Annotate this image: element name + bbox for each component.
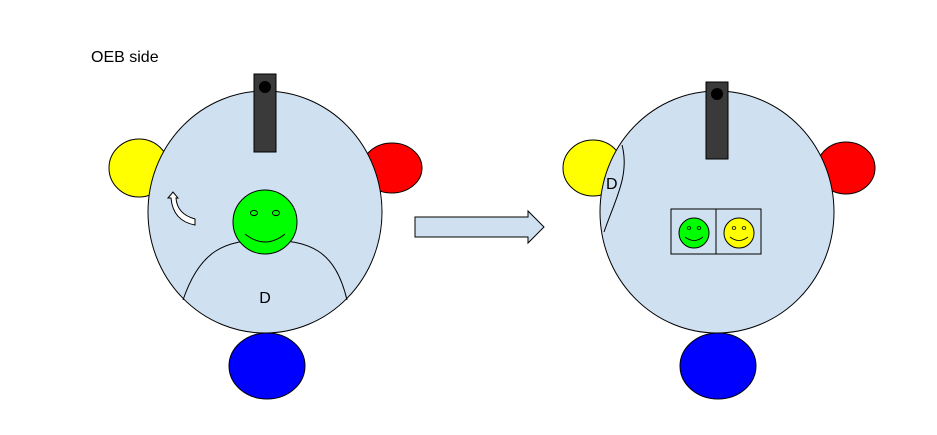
camera-lens-icon — [259, 81, 271, 93]
camera-device — [705, 81, 729, 160]
curved-arrow-icon — [166, 191, 196, 226]
diagram-title: OEB side — [91, 49, 159, 66]
right-block-arrow-icon — [414, 209, 545, 245]
yellow-smiley-icon — [723, 217, 755, 249]
left-scene: D — [108, 73, 423, 400]
screen-panel-right — [715, 208, 762, 255]
green-smiley-icon — [678, 217, 710, 249]
green-smiley-icon — [232, 189, 298, 255]
blue-seat — [679, 332, 757, 400]
person-body-outline — [603, 144, 625, 233]
camera-lens-icon — [711, 88, 723, 100]
table-label-left: D — [259, 290, 271, 307]
camera-device — [253, 73, 277, 153]
right-scene: D — [562, 81, 876, 400]
table-label-right: D — [606, 176, 618, 193]
blue-seat — [228, 332, 306, 400]
